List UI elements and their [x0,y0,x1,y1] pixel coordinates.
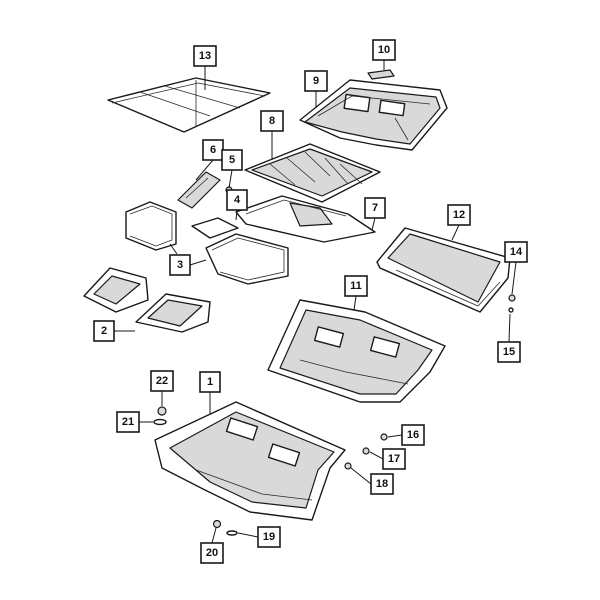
part-3-front-floor-mat-right [205,233,289,285]
part-18-clip [344,462,352,470]
callout-8: 8 [260,110,284,132]
part-2-rear-floor-mat-right [135,293,211,333]
callout-9-label: 9 [313,75,319,87]
callout-4: 4 [226,189,248,211]
callout-13-label: 13 [199,50,211,62]
callout-19: 19 [257,526,281,548]
callout-10: 10 [372,39,396,61]
callout-7-label: 7 [372,202,378,214]
callout-15: 15 [497,341,521,363]
part-15-clip [508,307,514,313]
part-21-fastener [153,418,167,426]
part-3-plate [191,217,239,239]
callout-12-label: 12 [453,209,465,221]
part-8-floor-tray [244,143,381,203]
callout-8-label: 8 [269,115,275,127]
callout-18: 18 [370,473,394,495]
callout-2: 2 [93,320,115,342]
callout-14-label: 14 [510,246,523,258]
callout-21: 21 [116,411,140,433]
callout-14: 14 [504,241,528,263]
callout-18-label: 18 [376,478,388,490]
part-3-front-floor-mat-left [125,201,177,251]
callout-5-label: 5 [229,154,235,166]
part-13-cargo-mat [107,77,271,133]
callout-21-label: 21 [122,416,134,428]
callout-6-label: 6 [210,144,216,156]
callout-17: 17 [382,448,406,470]
part-17-clip [362,447,370,455]
callout-11: 11 [344,275,368,297]
callout-17-label: 17 [388,453,400,465]
callout-3: 3 [169,254,191,276]
part-4-floor-panel [235,195,376,243]
callout-20-label: 20 [206,547,218,559]
callout-5: 5 [221,149,243,171]
part-1-carpet-lower [154,401,346,521]
part-2-rear-floor-mat-left [83,267,149,313]
callout-13: 13 [193,45,217,67]
callout-7: 7 [364,197,386,219]
callout-19-label: 19 [263,531,275,543]
callout-16-label: 16 [407,429,419,441]
leader-lines [114,60,517,544]
part-9-load-floor-panel [299,79,448,151]
part-22-fastener [157,406,167,416]
callout-20: 20 [200,542,224,564]
part-11-carpet-upper [267,299,446,403]
callout-22-label: 22 [156,375,168,387]
part-14-clip [508,294,516,302]
callout-9: 9 [304,70,328,92]
callout-16: 16 [401,424,425,446]
callout-2-label: 2 [101,325,107,337]
callout-10-label: 10 [378,44,390,56]
callout-22: 22 [150,370,174,392]
part-19-fastener [226,530,238,536]
callout-6: 6 [202,139,224,161]
part-20-fastener [212,519,222,529]
callout-15-label: 15 [503,346,515,358]
part-12-cargo-tray [376,227,511,313]
callout-1-label: 1 [207,376,213,388]
callout-3-label: 3 [177,259,183,271]
callout-11-label: 11 [350,280,362,292]
callout-12: 12 [447,204,471,226]
callout-4-label: 4 [234,194,241,206]
part-10-bracket [367,69,395,80]
callout-1: 1 [199,371,221,393]
part-6-bracket [177,171,221,209]
part-16-clip [380,433,388,441]
